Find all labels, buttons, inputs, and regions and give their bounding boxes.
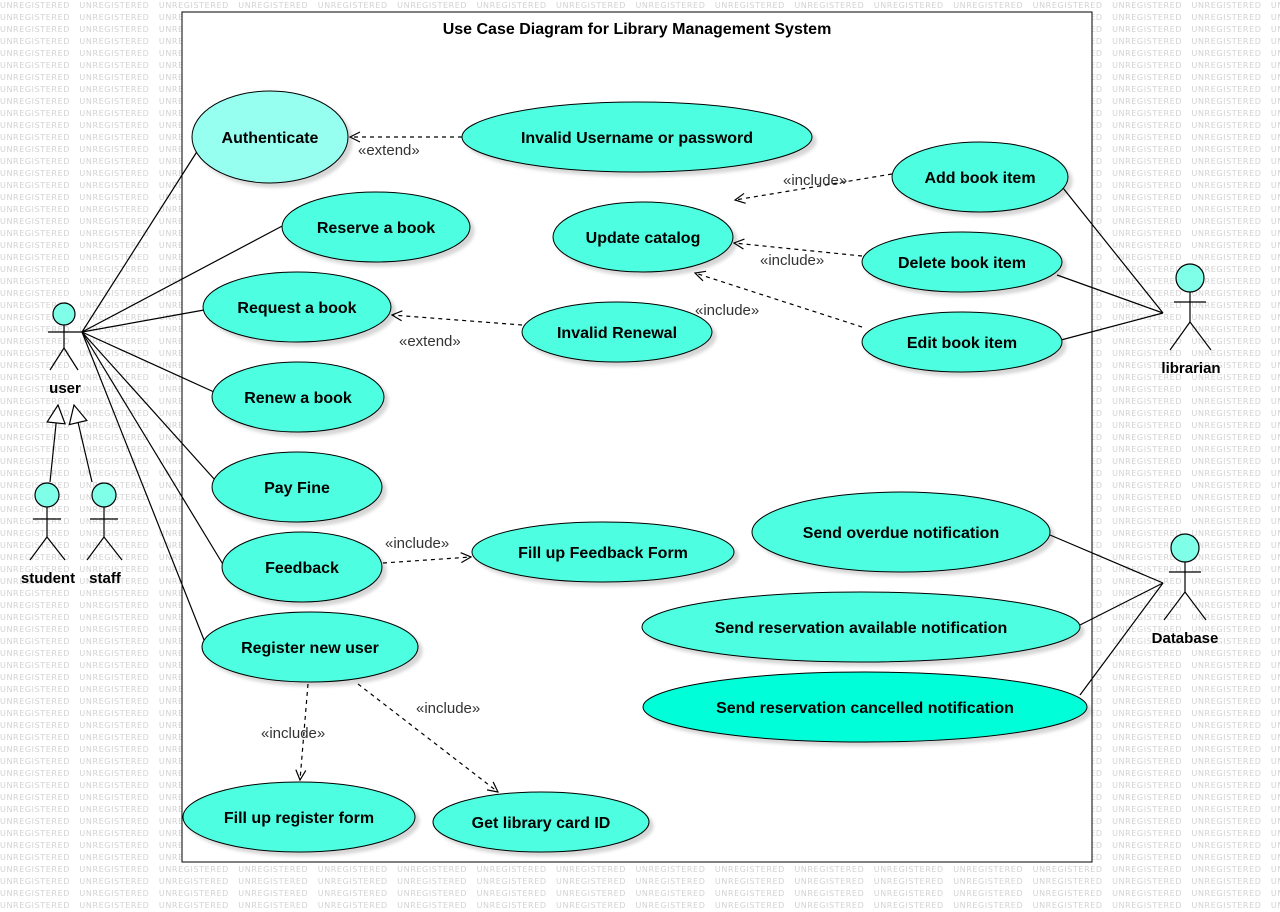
diagram-title: Use Case Diagram for Library Management …	[443, 21, 832, 38]
use-case-pay-fine[interactable]: Pay Fine	[211, 451, 383, 523]
use-case-reserve[interactable]: Reserve a book	[281, 191, 471, 263]
include-feedback-form	[382, 557, 471, 564]
actor-label-database: Database	[1152, 630, 1219, 647]
use-case-label: Authenticate	[222, 130, 319, 147]
use-case-res-available[interactable]: Send reservation available notification	[641, 591, 1081, 663]
assoc-database-resavail	[1079, 582, 1164, 626]
stereotype-labels: «extend» «extend» «include» «include» «i…	[261, 142, 847, 742]
actor-database[interactable]	[1163, 533, 1207, 621]
use-case-label: Send overdue notification	[803, 525, 999, 542]
use-case-res-cancelled[interactable]: Send reservation cancelled notification	[642, 671, 1088, 743]
use-case-authenticate[interactable]: Authenticate	[191, 90, 349, 184]
use-case-label: Register new user	[241, 640, 379, 657]
use-case-label: Get library card ID	[472, 815, 611, 832]
use-case-label: Delete book item	[898, 255, 1026, 272]
use-case-label: Fill up Feedback Form	[518, 545, 688, 562]
use-case-label: Send reservation available notification	[715, 620, 1008, 637]
use-case-register-form[interactable]: Fill up register form	[182, 781, 416, 853]
label-inc-add: «include»	[783, 172, 847, 189]
use-case-label: Request a book	[237, 300, 356, 317]
use-case-label: Edit book item	[907, 335, 1017, 352]
use-case-label: Add book item	[924, 170, 1035, 187]
use-case-label: Feedback	[265, 560, 339, 577]
label-inc-cardid: «include»	[416, 700, 480, 717]
use-case-label: Invalid Username or password	[521, 130, 753, 147]
use-case-add-book[interactable]: Add book item	[891, 141, 1069, 213]
actor-label-staff: staff	[89, 570, 122, 587]
use-case-label: Renew a book	[244, 390, 352, 407]
label-ext-login: «extend»	[358, 142, 420, 159]
use-case-edit-book[interactable]: Edit book item	[861, 311, 1063, 373]
assoc-librarian-add	[1062, 187, 1164, 314]
actor-user[interactable]	[48, 302, 82, 371]
actor-student[interactable]	[29, 482, 66, 561]
actor-label-student: student	[21, 570, 75, 587]
include-add-book	[735, 173, 893, 200]
use-case-overdue[interactable]: Send overdue notification	[751, 491, 1051, 573]
label-inc-regform: «include»	[261, 725, 325, 742]
use-case-label: Update catalog	[586, 230, 701, 247]
generalization-student-user	[50, 405, 58, 483]
use-case-feedback-form[interactable]: Fill up Feedback Form	[471, 521, 735, 583]
use-case-feedback[interactable]: Feedback	[221, 531, 383, 603]
use-case-delete-book[interactable]: Delete book item	[861, 231, 1063, 293]
use-case-label: Send reservation cancelled notification	[716, 700, 1014, 717]
use-case-label: Fill up register form	[224, 810, 374, 827]
label-ext-renewal: «extend»	[399, 333, 461, 350]
actor-librarian[interactable]	[1169, 263, 1212, 351]
assoc-user-payfine	[81, 331, 216, 481]
generalizations	[50, 405, 93, 483]
assoc-user-register	[81, 331, 207, 646]
actor-label-user: user	[49, 380, 81, 397]
actor-head	[1170, 533, 1200, 563]
assoc-librarian-edit	[1060, 312, 1164, 341]
use-case-card-id[interactable]: Get library card ID	[432, 791, 650, 853]
label-inc-delete: «include»	[760, 252, 824, 269]
include-delete-book	[734, 243, 863, 257]
actor-head	[52, 302, 76, 326]
use-case-invalid-renewal[interactable]: Invalid Renewal	[521, 301, 713, 363]
use-case-update-catalog[interactable]: Update catalog	[552, 201, 734, 273]
include-register-form	[300, 683, 309, 780]
dependencies	[300, 137, 893, 792]
use-case-invalid-login[interactable]: Invalid Username or password	[461, 101, 813, 173]
actor-staff[interactable]	[86, 482, 123, 561]
assoc-user-renew	[81, 331, 215, 393]
assoc-librarian-delete	[1056, 274, 1164, 314]
use-case-label: Invalid Renewal	[557, 325, 677, 342]
label-inc-edit: «include»	[695, 302, 759, 319]
use-case-request[interactable]: Request a book	[202, 271, 392, 343]
assoc-user-authenticate	[81, 149, 199, 333]
include-card-id	[357, 683, 498, 792]
assoc-database-rescancel	[1079, 582, 1164, 696]
assoc-user-reserve	[81, 223, 287, 333]
actor-head	[1175, 263, 1205, 293]
assoc-database-overdue	[1049, 534, 1164, 584]
assoc-user-request	[81, 309, 205, 333]
extend-invalid-renewal	[392, 315, 523, 326]
actor-head	[91, 482, 117, 508]
associations	[81, 149, 1164, 696]
include-edit-book	[695, 273, 863, 328]
use-case-register[interactable]: Register new user	[201, 611, 419, 683]
label-inc-feedback: «include»	[385, 535, 449, 552]
actor-label-librarian: librarian	[1161, 360, 1220, 377]
use-case-label: Pay Fine	[264, 480, 330, 497]
actor-head	[34, 482, 60, 508]
use-case-renew[interactable]: Renew a book	[211, 361, 385, 433]
use-case-label: Reserve a book	[317, 220, 435, 237]
assoc-user-feedback	[81, 331, 225, 567]
generalization-staff-user	[74, 405, 93, 483]
